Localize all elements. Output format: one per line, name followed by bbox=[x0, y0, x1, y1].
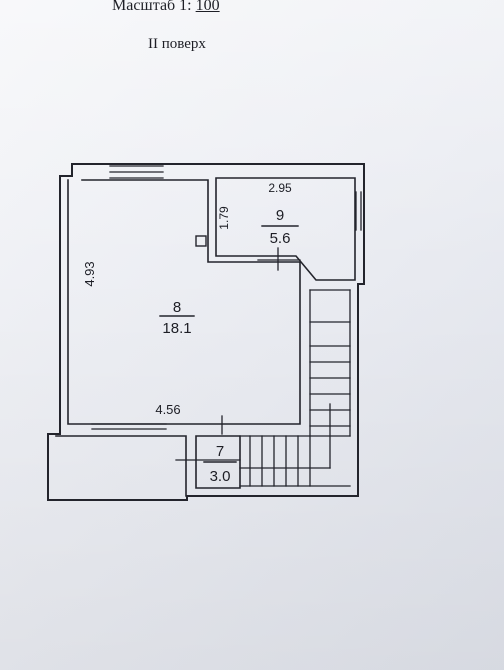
room-8-number: 8 bbox=[173, 299, 181, 316]
scale-prefix: Масштаб 1: bbox=[112, 0, 192, 14]
closet-square bbox=[195, 235, 207, 247]
lower-left-block bbox=[55, 435, 187, 497]
top-window bbox=[109, 165, 164, 179]
room-7-number: 7 bbox=[216, 443, 224, 460]
room-8-height-dimension: 4.93 bbox=[82, 261, 97, 286]
door-marks bbox=[221, 247, 301, 435]
stair-flight-vertical bbox=[309, 289, 351, 469]
room-9-number: 9 bbox=[276, 207, 284, 224]
stair-flight-horizontal bbox=[175, 435, 351, 487]
room-9-outline bbox=[215, 177, 356, 281]
room-8-width-dimension: 4.56 bbox=[155, 402, 180, 417]
outer-wall bbox=[47, 163, 365, 501]
bottom-window bbox=[91, 423, 167, 430]
room-9-width-dimension: 2.95 bbox=[268, 181, 292, 195]
room-8-area: 18.1 bbox=[162, 320, 191, 337]
scale-label: Масштаб 1: 100 bbox=[112, 0, 220, 15]
room-8-outline bbox=[67, 179, 301, 425]
room-7-outline bbox=[195, 435, 241, 489]
room-9-area: 5.6 bbox=[270, 230, 291, 247]
room-9-height-dimension: 1.79 bbox=[217, 206, 231, 230]
scale-value: 100 bbox=[195, 0, 220, 14]
room-7-area: 3.0 bbox=[210, 468, 231, 485]
right-window bbox=[355, 191, 362, 231]
floor-title: II поверх bbox=[148, 36, 206, 52]
